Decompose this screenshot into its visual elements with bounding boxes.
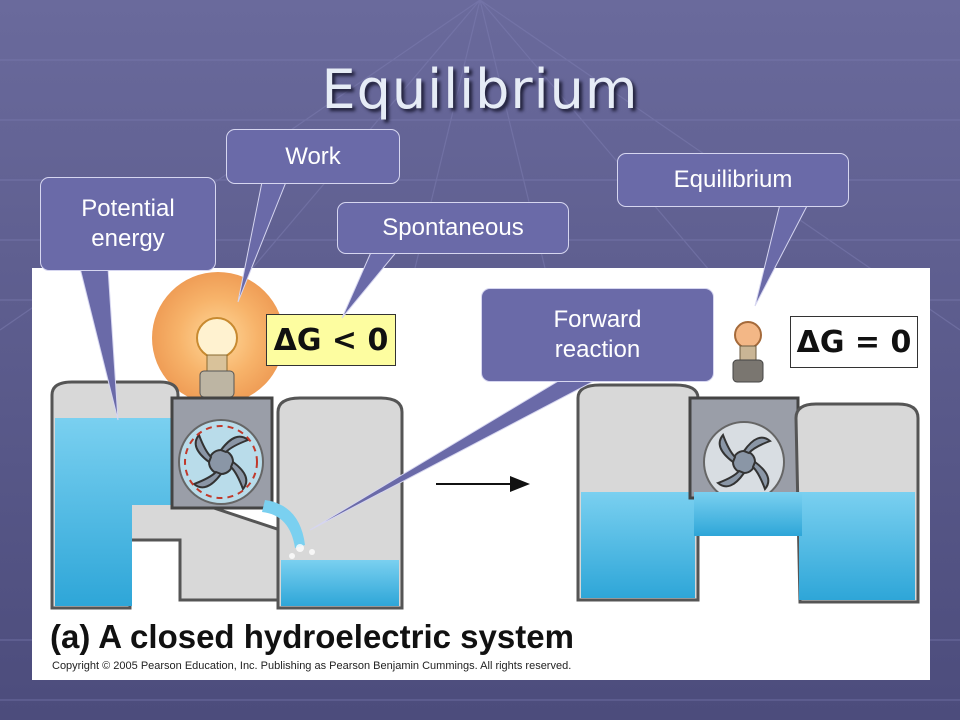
light-bulb-right [732,321,764,383]
delta-g-negative-label: ΔG < 0 [266,314,396,366]
equilibrium-pointer [754,203,809,307]
callout-spontaneous: Spontaneous [337,202,569,254]
callout-forward-reaction-text: Forward reaction [553,306,642,363]
callout-equilibrium-text: Equilibrium [673,166,793,193]
callout-potential-energy-text: Potential energy [81,195,175,252]
figure-caption: (a) A closed hydroelectric system [50,618,574,655]
callout-equilibrium: Equilibrium [617,153,849,207]
delta-g-zero-label: ΔG = 0 [790,316,918,368]
callout-spontaneous-text: Spontaneous [382,214,524,241]
right-tank-left-system [276,396,404,610]
turbine-right [716,433,772,491]
callout-work: Work [226,129,400,184]
forward-reaction-pointer [309,379,597,531]
copyright-notice: Copyright © 2005 Pearson Education, Inc.… [52,660,572,672]
slide-title: Equilibrium [321,58,639,121]
work-pointer [237,181,287,303]
potential-energy-pointer [79,267,119,421]
callout-forward-reaction: Forward reaction [481,288,714,382]
spontaneous-pointer [341,249,400,319]
callout-potential-energy: Potential energy [40,177,216,271]
water-outflow [262,500,305,548]
turbine-left [192,433,250,491]
light-bulb-left [196,317,238,398]
left-tank-water [55,418,175,606]
callout-work-text: Work [285,142,341,170]
